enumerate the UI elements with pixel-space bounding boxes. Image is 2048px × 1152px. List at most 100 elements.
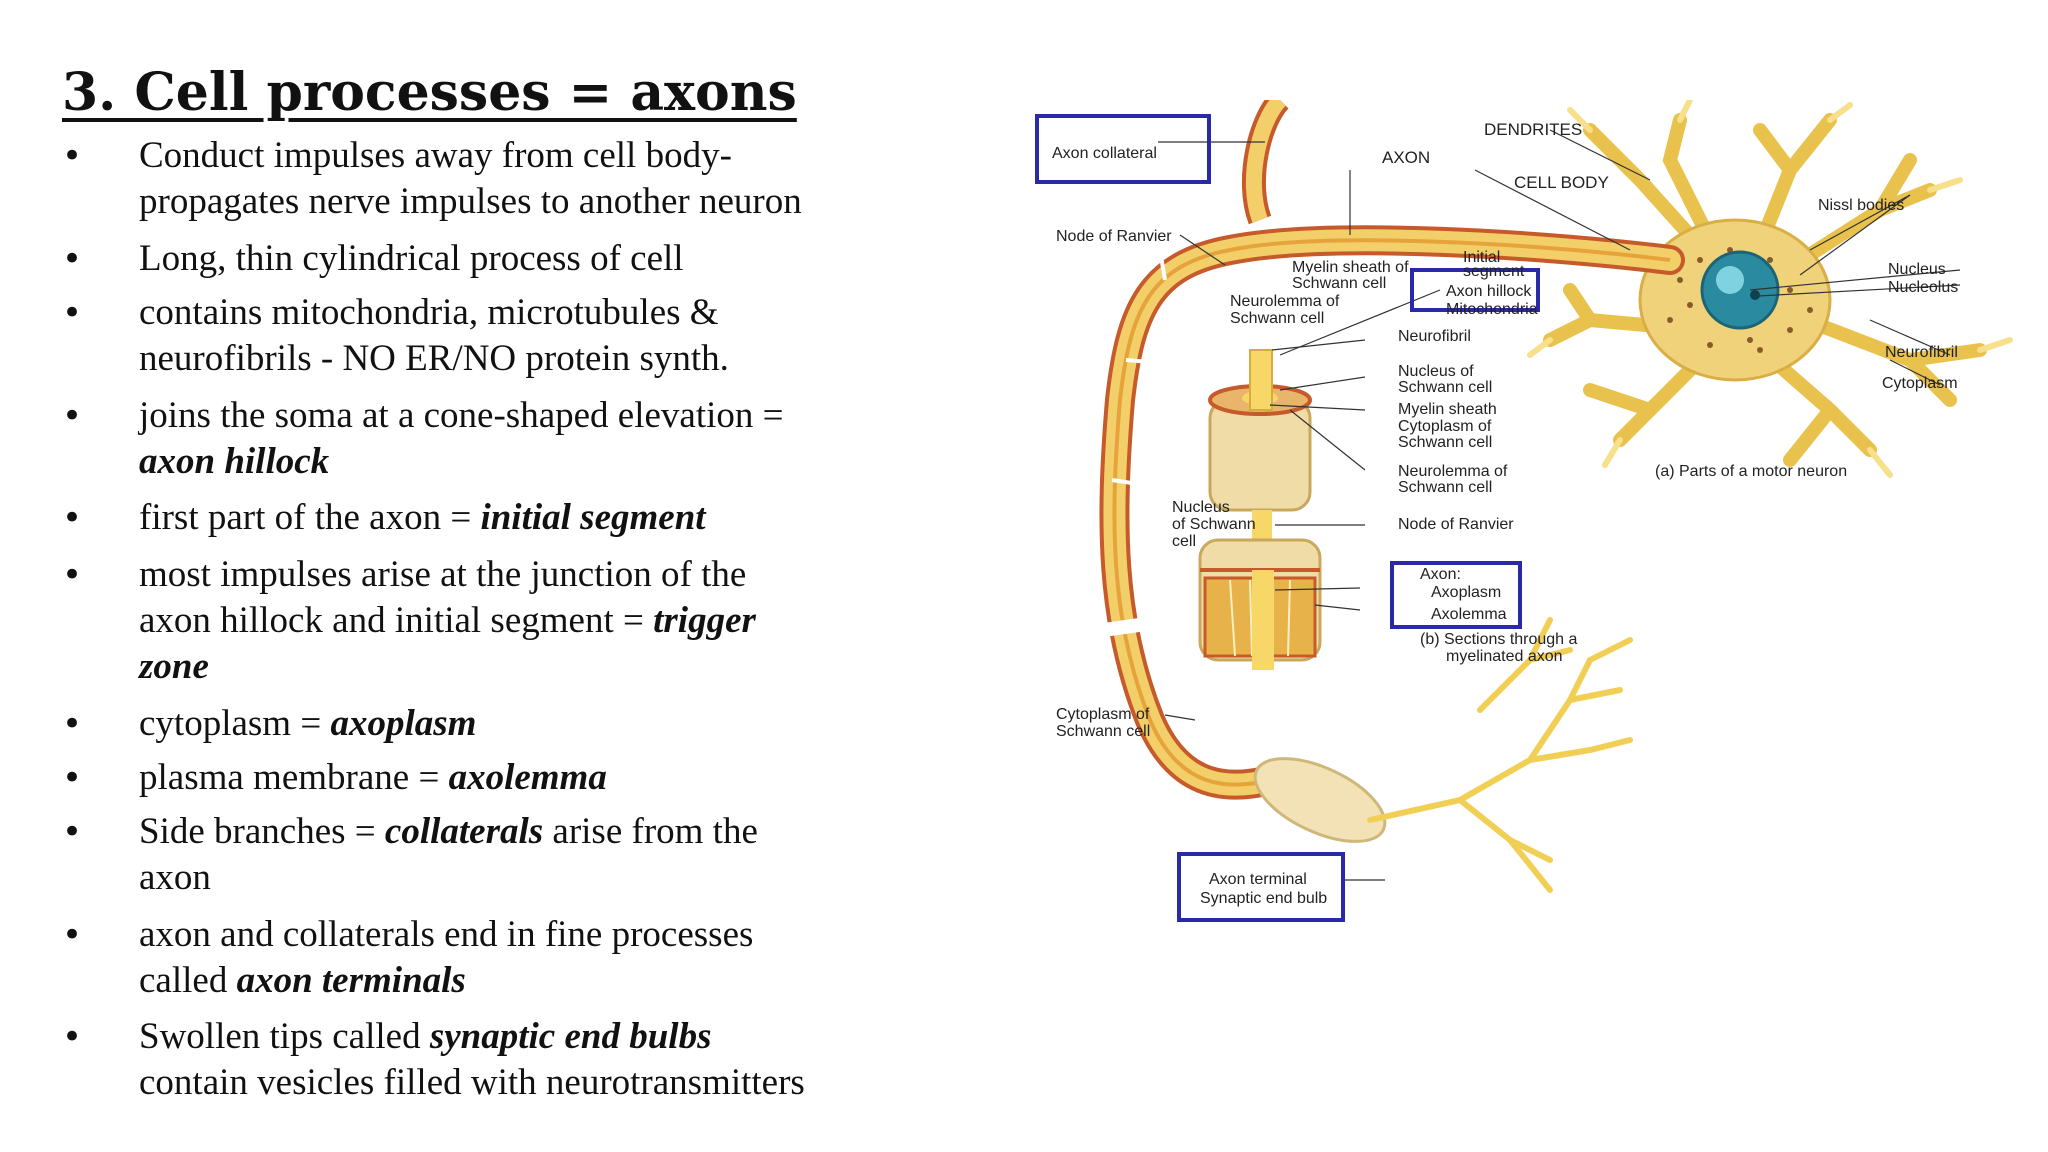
- label-cytoplasm-of-schwann-1: Cytoplasm of: [1398, 418, 1492, 435]
- label-neurofibril-mid: Neurofibril: [1398, 328, 1471, 345]
- highlight-box-axon-hillock: [1410, 268, 1540, 312]
- bullet-dot: •: [62, 396, 83, 436]
- bullet-line: contains mitochondria, microtubules &: [139, 290, 1129, 336]
- bullet-line: Conduct impulses away from cell body-: [139, 133, 1129, 179]
- bullet-text: contains mitochondria, microtubules & neu…: [139, 290, 1129, 382]
- slide-title: 3. Cell processes = axons: [62, 62, 797, 123]
- label-nissl-bodies: Nissl bodies: [1818, 197, 1904, 214]
- bullet-segment: axon: [139, 857, 211, 898]
- label-nucleolus: Nucleolus: [1888, 279, 1958, 296]
- bullet-segment: Long, thin cylindrical process of cell: [139, 238, 684, 279]
- bullet-line: plasma membrane = axolemma: [139, 755, 1129, 801]
- label-myelin-sheath: Myelin sheath: [1398, 401, 1497, 418]
- label-cytoplasm-of-schwann-l1: Cytoplasm of: [1056, 706, 1150, 723]
- label-neurolemma-1: Neurolemma of: [1230, 293, 1340, 310]
- bullet-segment: first part of the axon =: [139, 497, 481, 538]
- bullet-emphasis: axolemma: [448, 757, 607, 798]
- label-axon-hillock: Axon hillock: [1446, 283, 1532, 300]
- bullet-dot: •: [62, 812, 83, 852]
- bullet-segment: axon and collaterals end in fine process…: [139, 914, 754, 955]
- bullet-segment: neurofibrils - NO ER/NO protein synth.: [139, 338, 729, 379]
- bullet-dot: •: [62, 704, 83, 744]
- label-initial-segment-2: segment: [1463, 263, 1525, 280]
- bullet-segment: contains mitochondria, microtubules &: [139, 292, 719, 333]
- bullet-line: axon hillock and initial segment = trigg…: [139, 598, 1129, 644]
- highlight-box-axon-terminal: [1177, 852, 1345, 922]
- bullet-emphasis: axon hillock: [139, 441, 330, 482]
- bullet-line: most impulses arise at the junction of t…: [139, 552, 1129, 598]
- bullet-text: plasma membrane = axolemma: [139, 755, 1129, 801]
- label-axolemma: Axolemma: [1431, 606, 1507, 623]
- bullet-line: neurofibrils - NO ER/NO protein synth.: [139, 336, 1129, 382]
- label-nucleus-l3: cell: [1172, 533, 1196, 550]
- label-node-of-ranvier-top: Node of Ranvier: [1056, 228, 1172, 245]
- myelinated-axon: [1089, 100, 1685, 843]
- bullet-dot: •: [62, 1017, 83, 1057]
- bullet-dot: •: [62, 498, 83, 538]
- bullet-emphasis: zone: [139, 646, 209, 687]
- neuron-diagram-svg: Axon collateral AXON DENDRITES CELL BODY…: [1035, 100, 2013, 922]
- axon-terminals: [1367, 617, 1633, 893]
- label-axon: AXON: [1382, 148, 1430, 167]
- bullet-line: Swollen tips called synaptic end bulbs: [139, 1014, 1129, 1060]
- bullet-dot: •: [62, 555, 83, 595]
- bullet-segment: called: [139, 960, 237, 1001]
- label-caption-b1: (b) Sections through a: [1420, 631, 1578, 648]
- bullet-emphasis: trigger: [653, 600, 756, 641]
- bullet-dot: •: [62, 293, 83, 333]
- label-axon-collateral: Axon collateral: [1052, 145, 1157, 162]
- bullet-text: Side branches = collaterals arise from t…: [139, 809, 1129, 901]
- label-node-of-ranvier-mid: Node of Ranvier: [1398, 516, 1514, 533]
- bullet-emphasis: axoplasm: [330, 703, 477, 744]
- bullet-line: Side branches = collaterals arise from t…: [139, 809, 1129, 855]
- bullet-emphasis: synaptic end bulbs: [429, 1016, 712, 1057]
- bullet-line: axon and collaterals end in fine process…: [139, 912, 1129, 958]
- bullet-segment: Conduct impulses away from cell body-: [139, 135, 732, 176]
- bullet-emphasis: axon terminals: [236, 960, 466, 1001]
- neuron-diagram: Axon collateral AXON DENDRITES CELL BODY…: [1030, 100, 2030, 930]
- bullet-dot: •: [62, 915, 83, 955]
- highlight-box-axon-collateral: [1035, 114, 1211, 184]
- bullet-segment: Swollen tips called: [139, 1016, 430, 1057]
- bullet-dot: •: [62, 758, 83, 798]
- bullet-line: Long, thin cylindrical process of cell: [139, 236, 1129, 282]
- label-mitochondria: Mitochondria: [1446, 301, 1538, 318]
- bullet-segment: plasma membrane =: [139, 757, 449, 798]
- bullet-text: axon and collaterals end in fine process…: [139, 912, 1129, 1004]
- highlight-box-axon-parts: [1390, 561, 1522, 629]
- bullet-text: cytoplasm = axoplasm: [139, 701, 1129, 747]
- label-cytoplasm-right: Cytoplasm: [1882, 375, 1958, 392]
- bullet-segment: most impulses arise at the junction of t…: [139, 554, 747, 595]
- bullet-line: called axon terminals: [139, 958, 1129, 1004]
- bullet-segment: contain vesicles filled with neurotransm…: [139, 1062, 805, 1103]
- label-axon-heading: Axon:: [1420, 566, 1461, 583]
- bullet-text: most impulses arise at the junction of t…: [139, 552, 1129, 690]
- bullet-text: first part of the axon = initial segment: [139, 495, 1129, 541]
- leader-lines: [1158, 129, 1961, 881]
- label-neurofibril-right: Neurofibril: [1885, 344, 1958, 361]
- label-nucleus-l2: of Schwann: [1172, 516, 1256, 533]
- label-axon-terminal: Axon terminal: [1209, 871, 1307, 888]
- bullet-segment: propagates nerve impulses to another neu…: [139, 181, 802, 222]
- label-myelin-sheath-2: Schwann cell: [1292, 275, 1386, 292]
- bullet-text: Long, thin cylindrical process of cell: [139, 236, 1129, 282]
- label-neurolemma-b2: Schwann cell: [1398, 479, 1492, 496]
- bullet-dot: •: [62, 136, 83, 176]
- bullet-line: axon: [139, 855, 1129, 901]
- label-neurolemma-2: Schwann cell: [1230, 310, 1324, 327]
- bullet-list: • Conduct impulses away from cell body-pr…: [62, 135, 805, 1103]
- label-dendrites: DENDRITES: [1484, 120, 1582, 139]
- bullet-segment: axon hillock and initial segment =: [139, 600, 654, 641]
- diagram-labels: Axon collateral AXON DENDRITES CELL BODY…: [1052, 120, 1958, 907]
- bullet-line: joins the soma at a cone-shaped elevatio…: [139, 393, 1129, 439]
- cell-body-with-dendrites: [1527, 100, 2013, 478]
- label-cytoplasm-of-schwann-2: Schwann cell: [1398, 434, 1492, 451]
- bullet-emphasis: initial segment: [480, 497, 706, 538]
- label-nucleus-l1: Nucleus: [1172, 499, 1230, 516]
- bullet-text: Conduct impulses away from cell body-pro…: [139, 133, 1129, 225]
- bullet-segment: arise from the: [543, 811, 758, 852]
- bullet-line: contain vesicles filled with neurotransm…: [139, 1060, 1129, 1106]
- label-caption-a: (a) Parts of a motor neuron: [1655, 463, 1847, 480]
